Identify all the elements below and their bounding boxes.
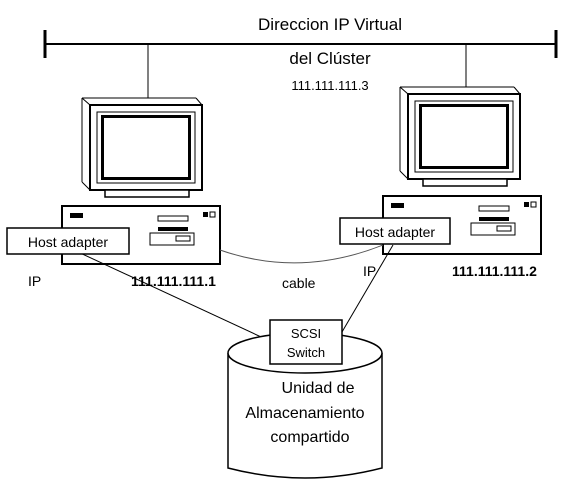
virtual-ip-address: 111.111.111.3 xyxy=(291,78,368,93)
storage-label-line2: Almacenamiento xyxy=(245,405,364,422)
right-adapter-label: Host adapter xyxy=(355,224,435,240)
switch-label-line2: Switch xyxy=(287,345,325,360)
right-host-adapter: Host adapter xyxy=(339,217,451,245)
network-bus xyxy=(43,30,558,58)
cluster-title-line2: del Clúster xyxy=(289,49,371,68)
switch-label-line1: SCSI xyxy=(291,326,321,341)
right-adapter-to-switch-line xyxy=(341,244,394,333)
cluster-title-line1: Direccion IP Virtual xyxy=(258,15,402,34)
monitor-icon xyxy=(399,86,521,187)
left-ip-address: 111.111.111.1 xyxy=(131,273,216,289)
storage-label-line3: compartido xyxy=(270,429,349,446)
left-host-adapter: Host adapter xyxy=(6,227,130,255)
right-ip-label: IP xyxy=(363,263,376,279)
left-ip-label: IP xyxy=(28,273,41,289)
scsi-switch: SCSI Switch xyxy=(269,319,343,365)
right-computer xyxy=(382,86,542,255)
right-ip-address: 111.111.111.2 xyxy=(452,263,537,279)
monitor-icon xyxy=(81,97,203,198)
cable-label: cable xyxy=(282,275,316,291)
left-adapter-to-switch-line xyxy=(77,251,273,343)
left-computer xyxy=(61,97,221,265)
left-adapter-label: Host adapter xyxy=(28,234,108,250)
cable-link xyxy=(219,244,384,264)
storage-label-line1: Unidad de xyxy=(282,380,355,397)
